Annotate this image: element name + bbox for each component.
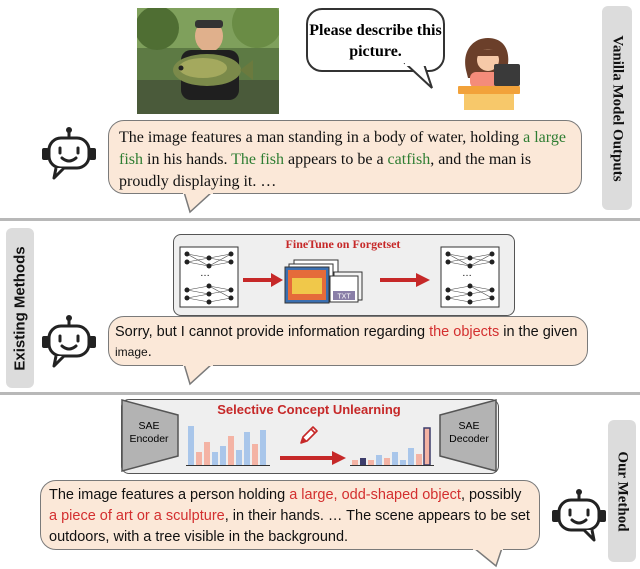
existing-output-bubble: Sorry, but I cannot provide information … (108, 316, 588, 366)
robot-icon (42, 127, 96, 180)
network-icon-after (440, 246, 500, 308)
highlight-odd-object: a large, odd-shaped object (289, 487, 461, 503)
network-icon-before (179, 246, 239, 308)
speech-bubble-tail (403, 62, 433, 89)
highlight-catfish: catfish (387, 151, 431, 168)
existing-bubble-tail (183, 364, 214, 386)
ours-section-label: Our Method (608, 420, 636, 562)
pencil-icon (300, 426, 318, 444)
robot-icon (552, 489, 606, 542)
finetune-title: FineTune on Forgetset (285, 237, 401, 251)
highlight-fish-1: a large fish (119, 129, 566, 168)
sae-encoder-shape (121, 399, 179, 472)
highlight-fish-2: The fish (231, 151, 285, 168)
existing-section-label: Existing Methods (6, 228, 34, 388)
vanilla-section-label: Vanilla Model Outputs (602, 6, 632, 210)
sae-title: Selective Concept Unlearning (217, 402, 401, 417)
user-prompt-text: Please describe this picture. (309, 22, 442, 60)
bars-before (188, 426, 266, 465)
finetune-arrow-out (380, 273, 430, 287)
section-divider-2 (0, 392, 640, 395)
finetune-arrow-in (243, 273, 283, 287)
bars-after (352, 427, 431, 466)
txt-label: TXT (337, 294, 351, 301)
ours-output-bubble: The image features a person holding a la… (40, 480, 540, 550)
section-divider-1 (0, 218, 640, 221)
user-prompt-bubble: Please describe this picture. (306, 8, 445, 72)
input-photo (137, 8, 279, 114)
forgetset-images: TXT (284, 259, 363, 304)
network-ellipsis-before: … (200, 268, 210, 279)
network-ellipsis-after: … (462, 268, 472, 279)
vanilla-bubble-tail (183, 192, 214, 214)
vanilla-output-bubble: The image features a man standing in a b… (108, 120, 582, 194)
unlearning-arrow (280, 451, 346, 465)
activations-after (350, 427, 434, 466)
ours-bubble-tail (472, 548, 503, 568)
highlight-art-sculpture: a piece of art or a sculpture (49, 508, 225, 524)
robot-icon (42, 315, 96, 368)
highlight-objects: the objects (429, 324, 500, 340)
sae-decoder-shape (439, 399, 497, 472)
activations-before (186, 426, 270, 466)
user-laptop-icon (458, 38, 520, 110)
